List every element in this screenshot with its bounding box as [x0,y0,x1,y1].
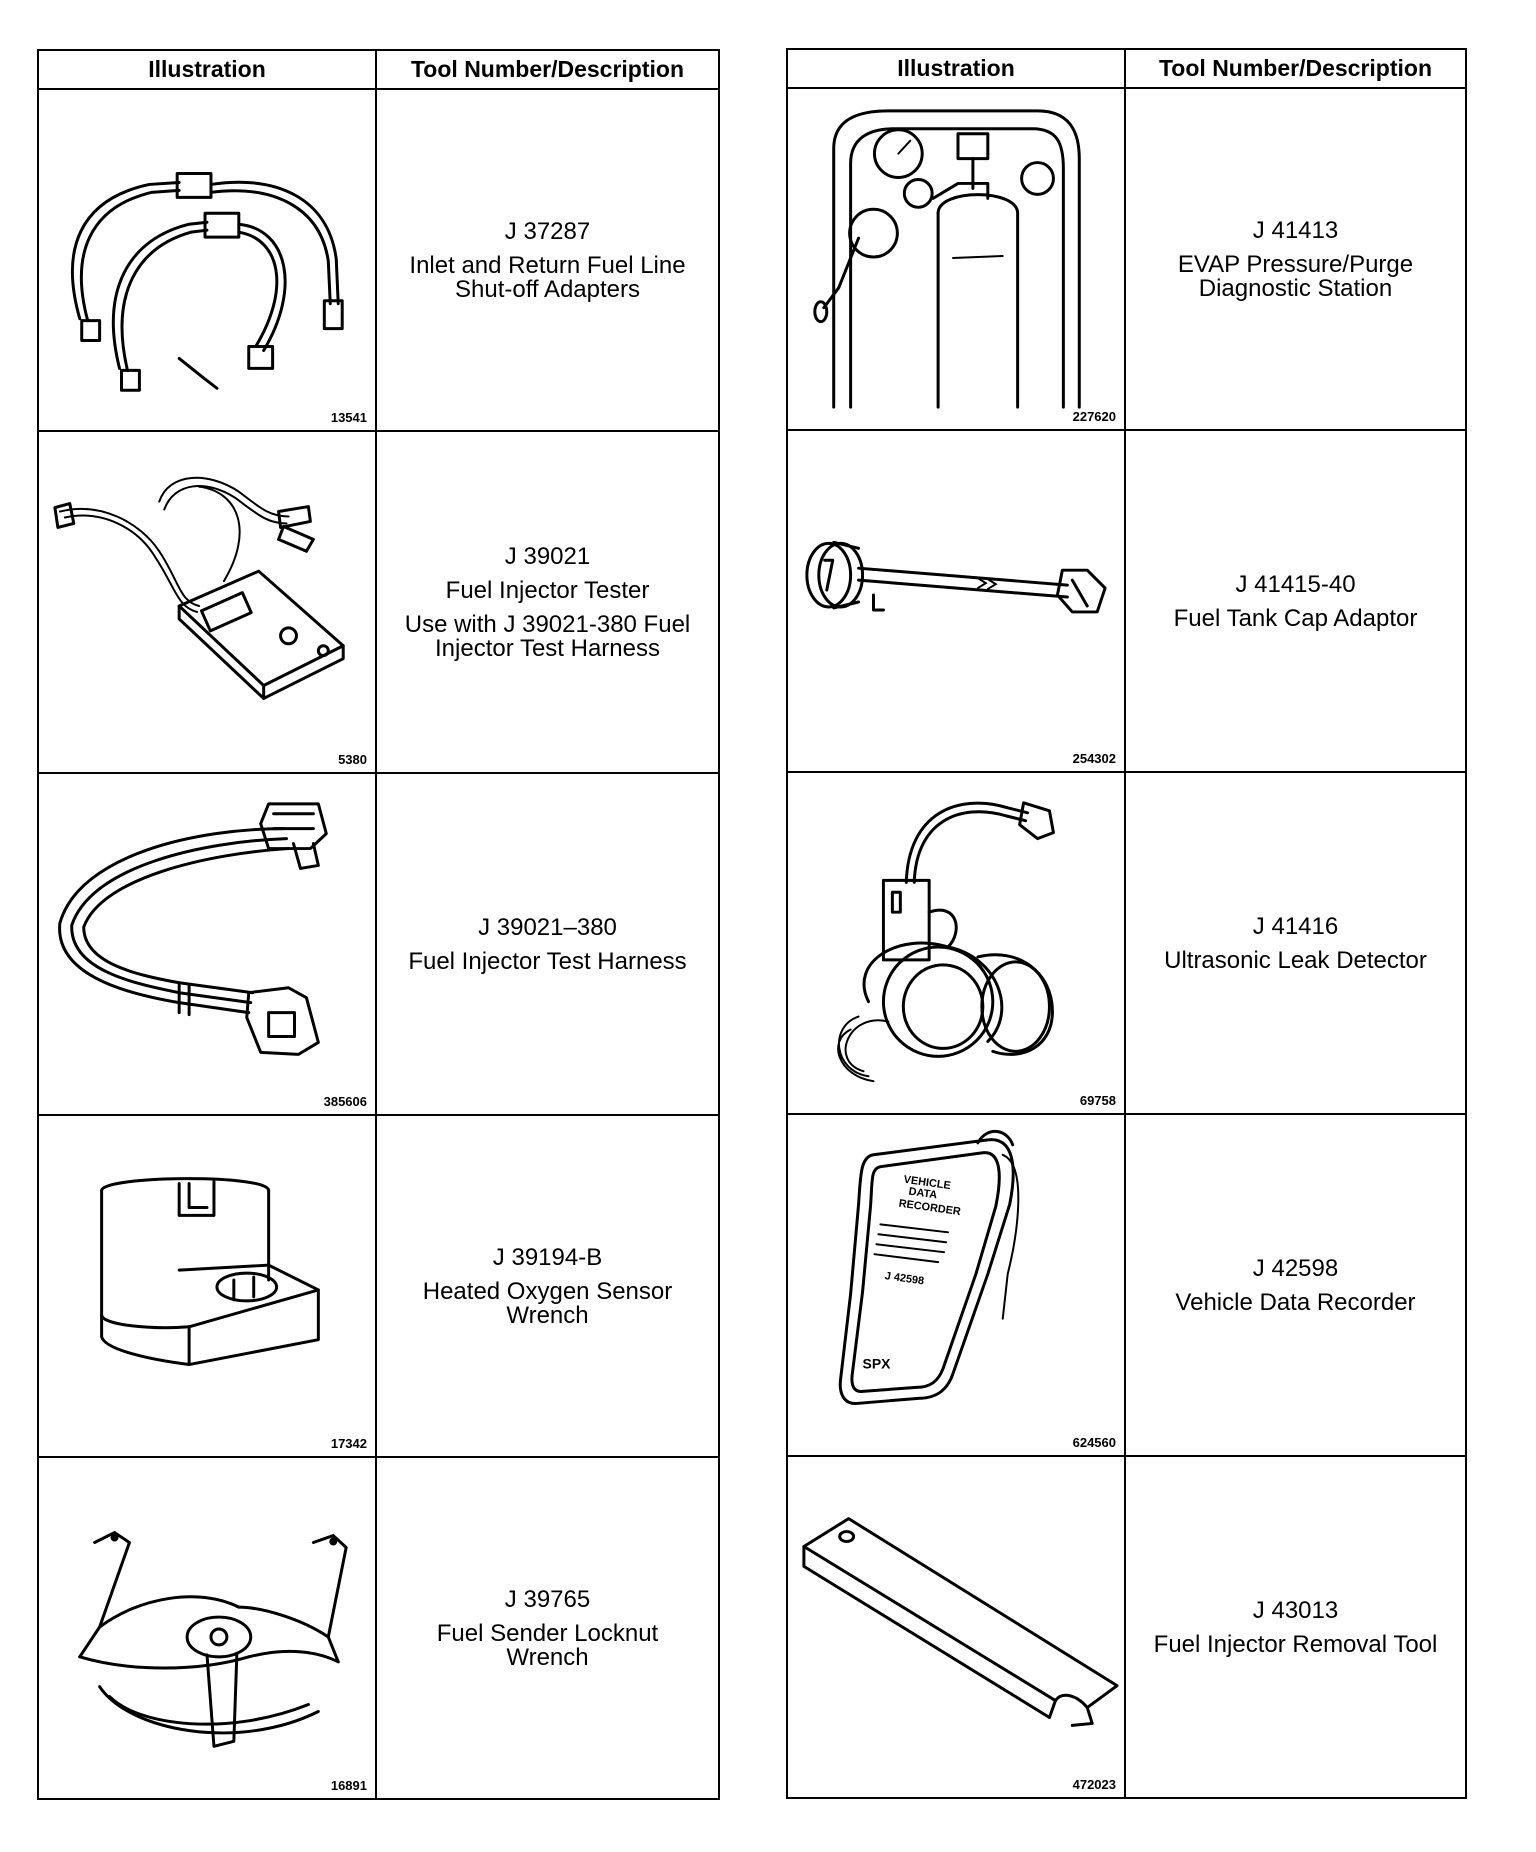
illustration-cell: 17342 [37,1114,377,1458]
table-row: 5380 J 39021 Fuel Injector Tester Use wi… [37,430,720,774]
tool-number: J 41416 [1252,913,1339,940]
tool-description-line: Shut-off Adapters [454,276,640,303]
tool-description-cell: J 42598 Vehicle Data Recorder [1124,1113,1467,1457]
illustration-cell: 16891 [37,1456,377,1800]
tool-number: J 43013 [1252,1597,1339,1624]
tool-description-cell: J 41416 Ultrasonic Leak Detector [1124,771,1467,1115]
tool-description-line: Inlet and Return Fuel Line [409,252,686,279]
tool-description-cell: J 39021 Fuel Injector Tester Use with J … [375,430,720,774]
tool-description-line: Fuel Injector Test Harness [408,948,687,975]
tool-description-line: Vehicle Data Recorder [1175,1289,1416,1316]
figure-number: 16891 [330,1778,367,1793]
illustration-cell: 13541 [37,88,377,432]
illustration-cell: 254302 [786,429,1126,773]
tool-number: J 37287 [504,218,591,245]
figure-number: 5380 [338,752,367,767]
oxygen-sensor-wrench-icon [100,1177,320,1367]
tool-description-line: Ultrasonic Leak Detector [1164,947,1427,974]
figure-number: 69758 [1079,1093,1116,1108]
tool-description-line: Use with J 39021-380 Fuel [404,611,691,638]
fuel-line-adapters-icon [71,172,344,392]
header-tool-description: Tool Number/Description [375,49,720,90]
tool-number: J 39021–380 [478,914,617,941]
tool-table-right: Illustration Tool Number/Description [786,48,1467,1799]
tool-description-line: Heated Oxygen Sensor [422,1278,673,1305]
leak-detector-icon [837,801,1055,1083]
table-row: 16891 J 39765 Fuel Sender Locknut Wrench [37,1456,720,1800]
test-harness-icon [58,802,328,1056]
table-row: 254302 J 41415-40 Fuel Tank Cap Adaptor [786,429,1467,773]
device-brand: SPX [863,1356,892,1372]
device-label: J 42598 [884,1270,925,1287]
tool-description-line: Wrench [506,1644,589,1671]
tool-number: J 41415-40 [1235,571,1356,598]
illustration-cell: 472023 [786,1455,1126,1799]
illustration-cell: 385606 [37,772,377,1116]
tool-description-line: Diagnostic Station [1198,275,1393,302]
tool-description-cell: J 39765 Fuel Sender Locknut Wrench [375,1456,720,1800]
tool-description-cell: J 39194-B Heated Oxygen Sensor Wrench [375,1114,720,1458]
tool-number: J 42598 [1252,1255,1339,1282]
tool-description-line: EVAP Pressure/Purge [1177,251,1414,278]
tool-number: J 39021 [504,543,591,570]
table-row: 69758 J 41416 Ultrasonic Leak Detector [786,771,1467,1115]
illustration-cell: VEHICLE DATA RECORDER J 42598 SPX 624560 [786,1113,1126,1457]
tool-table-left: Illustration Tool Number/Description [37,49,720,1800]
tool-description-line: Injector Test Harness [435,635,660,662]
header-illustration: Illustration [37,49,377,90]
tool-description-cell: J 37287 Inlet and Return Fuel Line Shut-… [375,88,720,432]
tool-description-line: Fuel Injector Removal Tool [1153,1631,1438,1658]
illustration-cell: 69758 [786,771,1126,1115]
fuel-injector-tester-icon [53,476,345,700]
tool-description-line: Wrench [506,1302,589,1329]
illustration-cell: 5380 [37,430,377,774]
figure-number: 227620 [1072,409,1116,424]
tool-description-cell: J 41413 EVAP Pressure/Purge Diagnostic S… [1124,87,1467,431]
header-illustration: Illustration [786,48,1126,89]
tool-description-cell: J 41415-40 Fuel Tank Cap Adaptor [1124,429,1467,773]
figure-number: 385606 [323,1094,367,1109]
tool-description-line: Fuel Sender Locknut [436,1620,659,1647]
tool-number: J 39194-B [492,1244,603,1271]
illustration-cell: 227620 [786,87,1126,431]
table-row: 385606 J 39021–380 Fuel Injector Test Ha… [37,772,720,1116]
table-row: VEHICLE DATA RECORDER J 42598 SPX 624560… [786,1113,1467,1457]
table-row: 227620 J 41413 EVAP Pressure/Purge Diagn… [786,87,1467,431]
tool-number: J 39765 [504,1586,591,1613]
device-label: RECORDER [898,1198,962,1219]
table-row: 13541 J 37287 Inlet and Return Fuel Line… [37,88,720,432]
figure-number: 13541 [330,410,367,425]
tool-description-cell: J 39021–380 Fuel Injector Test Harness [375,772,720,1116]
locknut-wrench-icon [78,1531,348,1748]
device-label: DATA [908,1186,938,1202]
tool-description-line: Fuel Injector Tester [445,577,650,604]
tool-number: J 41413 [1252,217,1339,244]
figure-number: 472023 [1072,1777,1116,1792]
table-row: 17342 J 39194-B Heated Oxygen Sensor Wre… [37,1114,720,1458]
injector-removal-tool-icon [802,1517,1119,1727]
tool-description-line: Fuel Tank Cap Adaptor [1173,605,1418,632]
tank-cap-adaptor-icon [805,540,1107,614]
tool-description-cell: J 43013 Fuel Injector Removal Tool [1124,1455,1467,1799]
figure-number: 17342 [330,1436,367,1451]
table-row: 472023 J 43013 Fuel Injector Removal Too… [786,1455,1467,1799]
header-tool-description: Tool Number/Description [1124,48,1467,89]
evap-station-icon [813,109,1081,409]
figure-number: 624560 [1072,1435,1116,1450]
figure-number: 254302 [1072,751,1116,766]
data-recorder-icon: VEHICLE DATA RECORDER J 42598 SPX [838,1130,1020,1405]
